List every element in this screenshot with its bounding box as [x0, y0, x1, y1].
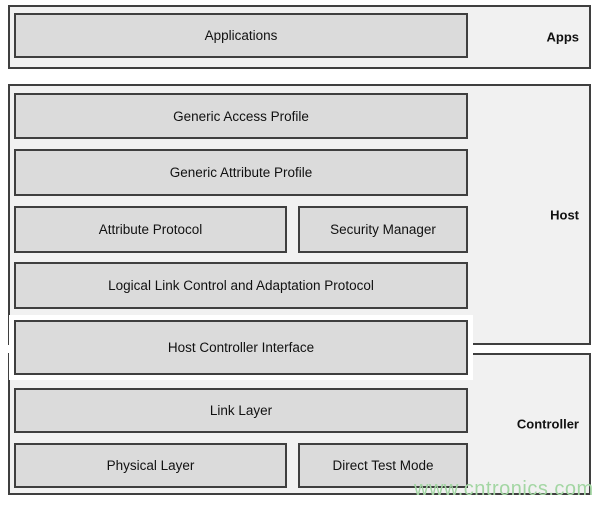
box-link-layer: Link Layer [14, 388, 468, 433]
controller-section-label: Controller [516, 416, 579, 432]
box-applications: Applications [14, 13, 468, 58]
watermark-text: www.cntronics.com [414, 478, 594, 500]
box-host-controller-interface: Host Controller Interface [14, 320, 468, 375]
box-l2cap: Logical Link Control and Adaptation Prot… [14, 262, 468, 309]
box-security-manager: Security Manager [298, 206, 468, 253]
box-generic-attribute-profile: Generic Attribute Profile [14, 149, 468, 196]
apps-section-label: Apps [546, 29, 580, 45]
box-direct-test-mode: Direct Test Mode [298, 443, 468, 488]
box-attribute-protocol: Attribute Protocol [14, 206, 287, 253]
host-section-label: Host [550, 207, 579, 222]
box-physical-layer: Physical Layer [14, 443, 287, 488]
box-generic-access-profile: Generic Access Profile [14, 93, 468, 139]
